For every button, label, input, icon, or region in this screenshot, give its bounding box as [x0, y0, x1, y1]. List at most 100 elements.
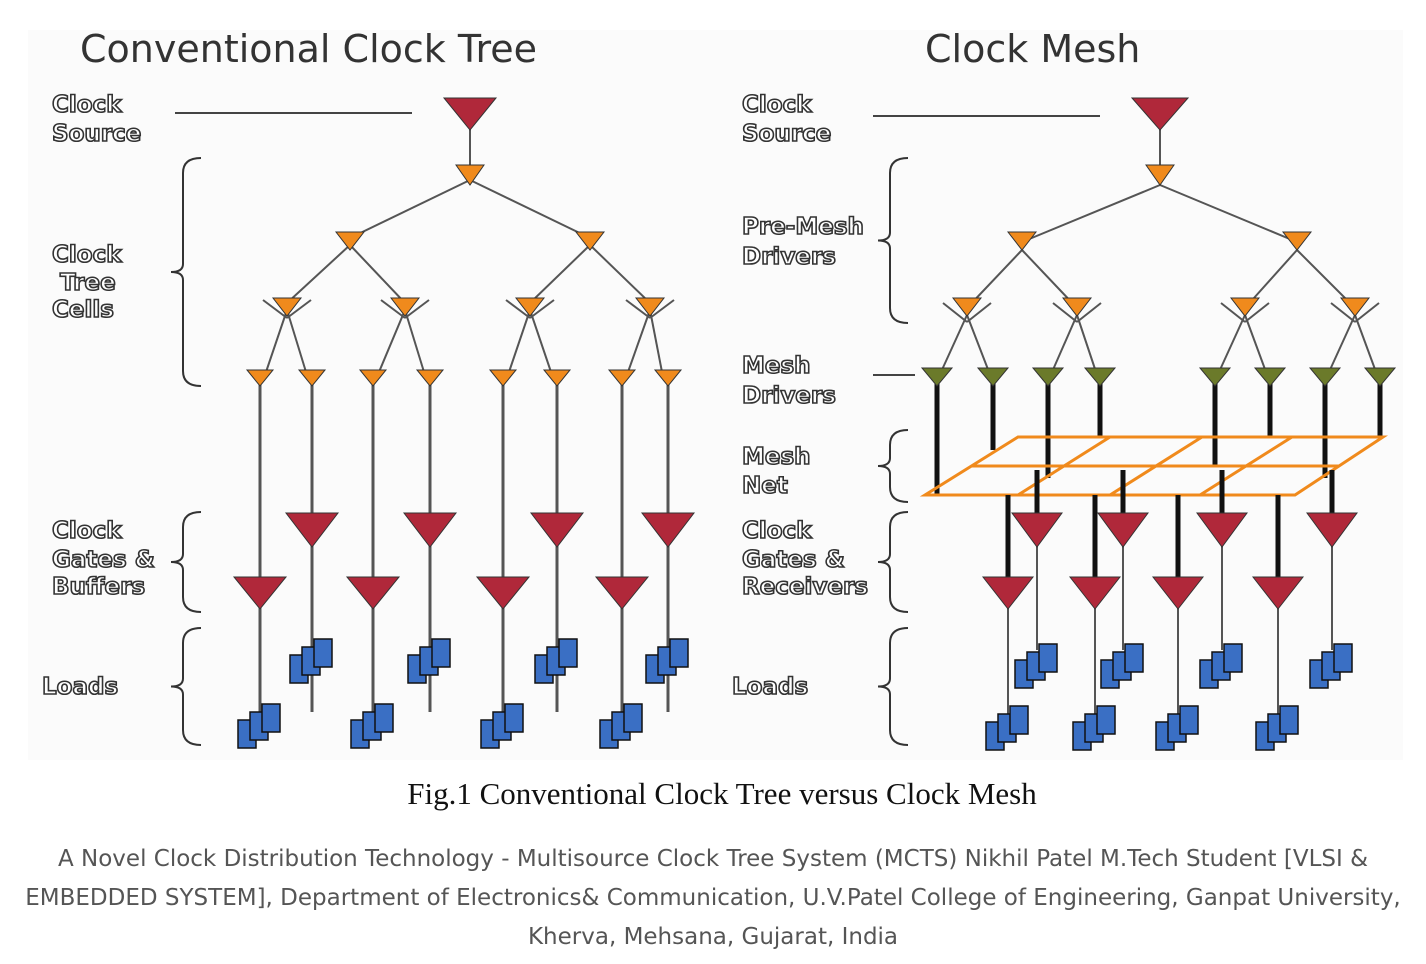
clock-tree-cell [607, 369, 637, 387]
label-clock-source: Clock [742, 92, 812, 118]
wire [1076, 314, 1097, 373]
clock-gate [1068, 576, 1122, 610]
wire [966, 302, 992, 323]
label-clock-gates-buffers: Clock [52, 518, 122, 544]
clock-tree-cell [389, 297, 421, 317]
label-loads: Loads [732, 674, 808, 700]
wire [1244, 302, 1270, 323]
mesh-net-segment [1017, 435, 1111, 497]
wire [942, 302, 968, 323]
clock-distribution-diagram: Conventional Clock Tree Clock Mesh Clock… [41, 27, 1397, 811]
clock-tree-cell [334, 231, 366, 251]
clock-tree-cell [245, 369, 275, 387]
clock-gate [1251, 576, 1305, 610]
clock-tree-cell [455, 164, 485, 186]
brace [170, 627, 202, 746]
load-flop-icon [1096, 705, 1116, 735]
pre-mesh-driver [951, 297, 983, 317]
clock-tree-cell [653, 369, 683, 387]
wire [378, 309, 406, 373]
load-flop-icon [431, 638, 451, 668]
clock-gate [1151, 576, 1205, 610]
brace [877, 429, 909, 503]
label-clock-gates-receivers: Gates & [742, 547, 845, 573]
wire [1218, 314, 1246, 373]
label-clock-tree-cells: Clock [52, 242, 122, 268]
wire [627, 309, 651, 373]
clock-tree-cell [358, 369, 388, 387]
label-pre-mesh-drivers: Pre-Mesh [742, 214, 864, 240]
wire [508, 309, 531, 373]
brace [877, 511, 909, 613]
wire [1052, 302, 1078, 323]
clock-buffer [594, 576, 650, 610]
label-clock-gates-receivers: Receivers [742, 574, 868, 600]
load-flop-icon [558, 638, 578, 668]
load-flop-icon [1279, 705, 1299, 735]
label-pre-mesh-drivers: Drivers [742, 244, 836, 270]
mesh-driver [1308, 367, 1342, 387]
wire [589, 244, 651, 304]
clock-source [1130, 97, 1190, 131]
mesh-driver [1253, 367, 1287, 387]
wire [529, 299, 555, 319]
wire [1354, 302, 1380, 323]
pre-mesh-driver [1339, 297, 1371, 317]
label-clock-gates-receivers: Clock [742, 518, 812, 544]
label-clock-source: Source [52, 121, 141, 147]
pre-mesh-driver [1229, 297, 1261, 317]
brace [170, 157, 202, 387]
figure-caption: Fig.1 Conventional Clock Tree versus Clo… [407, 776, 1037, 811]
clock-gate [981, 576, 1035, 610]
wire [505, 299, 531, 319]
label-mesh-net: Net [742, 473, 788, 499]
left-title: Conventional Clock Tree [80, 27, 537, 71]
mesh-net-segment [1199, 435, 1293, 497]
brace [877, 157, 909, 324]
mesh-driver [920, 367, 954, 387]
wire [649, 299, 675, 319]
clock-tree-cell [488, 369, 518, 387]
load-flop-icon [1333, 643, 1353, 673]
wire [380, 299, 406, 319]
clock-tree-cell [634, 297, 666, 317]
clock-tree-cell [542, 369, 572, 387]
wire [262, 299, 288, 319]
wire [349, 179, 471, 239]
load-flop-icon [261, 703, 281, 733]
right-title: Clock Mesh [925, 27, 1140, 71]
clock-tree-cell [271, 297, 303, 317]
load-flop-icon [623, 703, 643, 733]
wire [1021, 184, 1161, 243]
brace [170, 511, 202, 613]
clock-receiver [1196, 512, 1248, 548]
wire [529, 309, 552, 373]
clock-tree-cell [514, 297, 546, 317]
clock-buffer [232, 576, 288, 610]
mesh-driver [1363, 367, 1397, 387]
clock-tree-cell [574, 231, 606, 251]
wire [1244, 314, 1267, 373]
clock-receiver [1097, 512, 1149, 548]
mesh-driver [1031, 367, 1065, 387]
label-clock-tree-cells: Tree [60, 270, 116, 296]
clock-receiver [1306, 512, 1358, 548]
wire [1328, 314, 1356, 373]
clock-buffer [345, 576, 401, 610]
wire [1051, 314, 1078, 373]
label-mesh-drivers: Mesh [742, 353, 811, 379]
mesh-driver [1083, 367, 1117, 387]
label-clock-tree-cells: Cells [52, 297, 114, 323]
label-clock-gates-buffers: Gates & [52, 547, 155, 573]
clock-source [442, 97, 498, 131]
pre-mesh-driver [1061, 297, 1093, 317]
load-flop-icon [1179, 705, 1199, 735]
load-flop-icon [504, 703, 524, 733]
label-clock-gates-buffers: Buffers [52, 574, 145, 600]
wire [265, 309, 288, 373]
label-clock-source: Clock [52, 92, 122, 118]
wire [469, 179, 591, 239]
clock-tree-cell [297, 369, 327, 387]
label-loads: Loads [42, 674, 118, 700]
pre-mesh-driver [1006, 231, 1038, 251]
